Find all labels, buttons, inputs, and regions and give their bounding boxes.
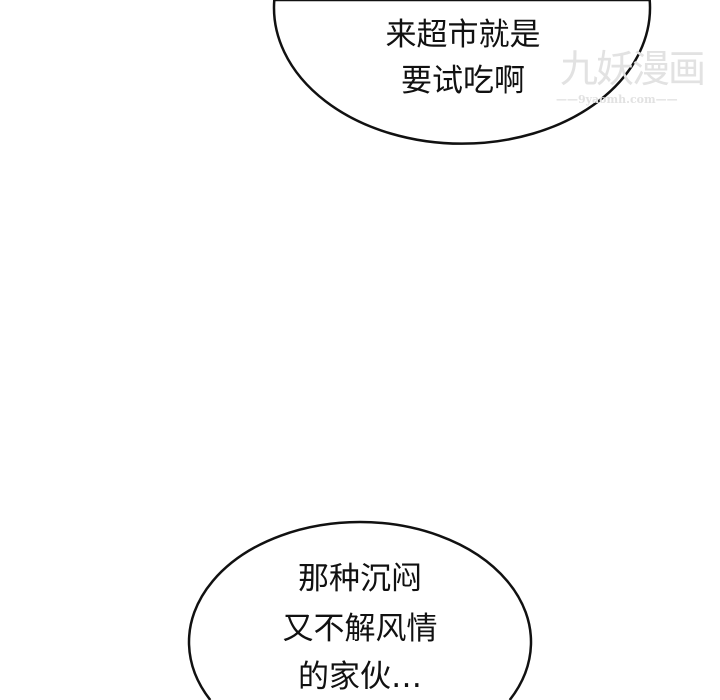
watermark-url: ——9yaomh.com—— — [556, 93, 678, 106]
watermark-logo: 九妖漫画 — [560, 47, 706, 91]
bubble-text-line: 那种沉闷 — [298, 561, 422, 597]
bubble-text-line: 来超市就是 — [385, 17, 541, 53]
bubble-text-line: 要试吃啊 — [401, 63, 525, 99]
speech-bubble-bottom — [187, 520, 533, 700]
bubble-text-line: 又不解风情 — [282, 611, 438, 647]
bubble-text-line: 的家伙… — [298, 659, 422, 695]
speech-bubble-top — [272, 0, 652, 145]
